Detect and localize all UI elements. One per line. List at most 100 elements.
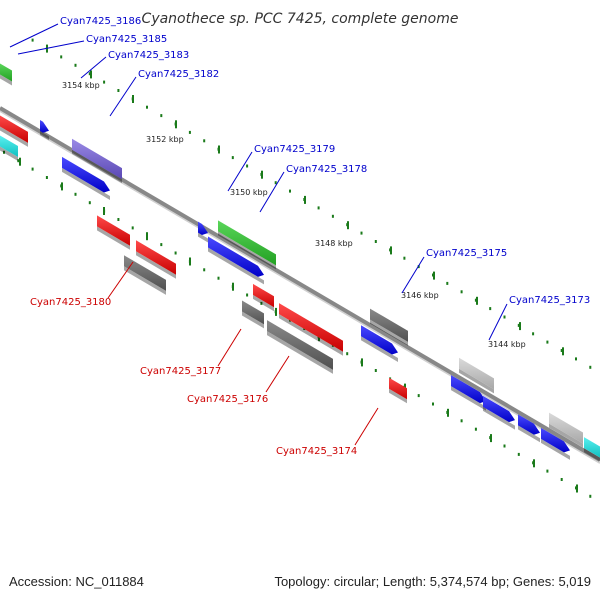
scale-tick [517, 323, 520, 327]
gene-feature-shadow [0, 146, 18, 162]
scale-tick [503, 444, 506, 448]
gene-feature[interactable] [541, 427, 570, 460]
gene-feature-shadow [370, 319, 408, 346]
gene-feature-body [279, 303, 343, 352]
scale-tick [246, 293, 249, 297]
scale-tick [188, 130, 191, 134]
gene-label[interactable]: Cyan7425_3174 [276, 446, 357, 457]
scale-tick-major [533, 459, 535, 468]
scale-tick [117, 89, 120, 92]
gene-feature[interactable] [0, 115, 28, 147]
scale-tick-major [19, 157, 21, 166]
gene-feature-shadow [267, 331, 333, 374]
scale-tick [546, 340, 549, 344]
gene-feature[interactable] [584, 437, 600, 462]
gene-feature-shadow [208, 247, 264, 285]
gene-feature[interactable] [279, 303, 343, 356]
gene-feature[interactable] [136, 240, 176, 279]
gene-feature[interactable] [451, 375, 486, 411]
scale-tick [74, 192, 77, 196]
gene-label[interactable]: Cyan7425_3179 [254, 144, 335, 155]
kbp-label: 3152 kbp [146, 135, 184, 144]
connector-line [217, 328, 242, 367]
scale-tick [88, 72, 91, 76]
scale-tick [503, 315, 506, 319]
scale-tick [403, 256, 406, 260]
genome-stats-text: Topology: circular; Length: 5,374,574 bp… [274, 574, 591, 589]
gene-feature[interactable] [389, 377, 407, 404]
gene-feature[interactable] [549, 412, 583, 448]
gene-feature[interactable] [208, 236, 264, 285]
scale-ticks [3, 38, 592, 498]
gene-feature-shadow [518, 425, 540, 443]
gene-feature-shadow [389, 388, 407, 404]
gene-label[interactable]: Cyan7425_3180 [30, 297, 111, 308]
gene-feature-shadow [40, 130, 49, 141]
gene-label[interactable]: Cyan7425_3182 [138, 69, 219, 80]
gene-feature[interactable] [267, 320, 333, 374]
scale-tick [446, 281, 449, 285]
gene-label[interactable]: Cyan7425_3186 [60, 16, 141, 27]
scale-tick [417, 394, 420, 398]
scale-tick-major [275, 307, 277, 316]
gene-feature-body [0, 115, 28, 143]
connector-line [354, 407, 379, 446]
gene-feature[interactable] [518, 414, 540, 443]
scale-tick-major [103, 207, 105, 215]
gene-feature[interactable] [72, 138, 122, 184]
scale-tick-major [175, 120, 177, 129]
gene-feature[interactable] [483, 395, 515, 430]
gene-label[interactable]: Cyan7425_3175 [426, 248, 507, 259]
scale-tick [103, 80, 106, 84]
scale-tick-major [576, 484, 578, 493]
gene-label[interactable]: Cyan7425_3173 [509, 295, 590, 306]
gene-feature-body [541, 427, 570, 453]
gene-feature-body [124, 255, 166, 291]
scale-tick [474, 427, 477, 431]
gene-feature-body [459, 357, 494, 390]
scale-tick [217, 276, 220, 280]
gene-feature[interactable] [242, 300, 264, 329]
scale-tick-major [519, 322, 521, 331]
gene-label[interactable]: Cyan7425_3178 [286, 164, 367, 175]
scale-tick [546, 469, 549, 473]
gene-feature[interactable] [0, 135, 18, 162]
backbone-highlight [0, 110, 600, 464]
gene-feature[interactable] [370, 308, 408, 346]
gene-feature[interactable] [97, 215, 130, 250]
gene-label[interactable]: Cyan7425_3185 [86, 34, 167, 45]
gene-feature[interactable] [0, 63, 12, 86]
accession-text: Accession: NC_011884 [9, 574, 144, 589]
gene-feature[interactable] [459, 357, 494, 394]
gene-feature[interactable] [40, 119, 49, 141]
gene-feature-shadow [136, 251, 176, 279]
connector-line [107, 261, 134, 299]
scale-tick [231, 156, 234, 160]
scale-tick [331, 214, 334, 218]
gene-feature-body [451, 375, 486, 404]
scale-tick [146, 105, 148, 109]
gene-feature-body [549, 412, 583, 444]
gene-feature[interactable] [218, 220, 276, 270]
scale-tick-major [189, 257, 191, 266]
gene-feature[interactable] [253, 283, 274, 312]
gene-feature-shadow [459, 368, 494, 394]
scale-tick-major [490, 434, 492, 443]
gene-label[interactable]: Cyan7425_3177 [140, 366, 221, 377]
gene-label[interactable]: Cyan7425_3183 [108, 50, 189, 61]
gene-feature-body [40, 119, 49, 133]
scale-tick [3, 150, 5, 154]
gene-feature[interactable] [361, 325, 398, 362]
gene-feature[interactable] [198, 221, 208, 243]
scale-tick-major [361, 358, 363, 367]
scale-tick [203, 268, 206, 272]
scale-tick [117, 218, 120, 221]
gene-feature-shadow [242, 311, 264, 329]
gene-feature[interactable] [62, 156, 110, 201]
gene-feature-body [0, 63, 12, 82]
scale-tick-major [261, 170, 263, 179]
gene-feature[interactable] [124, 255, 166, 295]
gene-label[interactable]: Cyan7425_3176 [187, 394, 268, 405]
connector-line [259, 171, 285, 213]
